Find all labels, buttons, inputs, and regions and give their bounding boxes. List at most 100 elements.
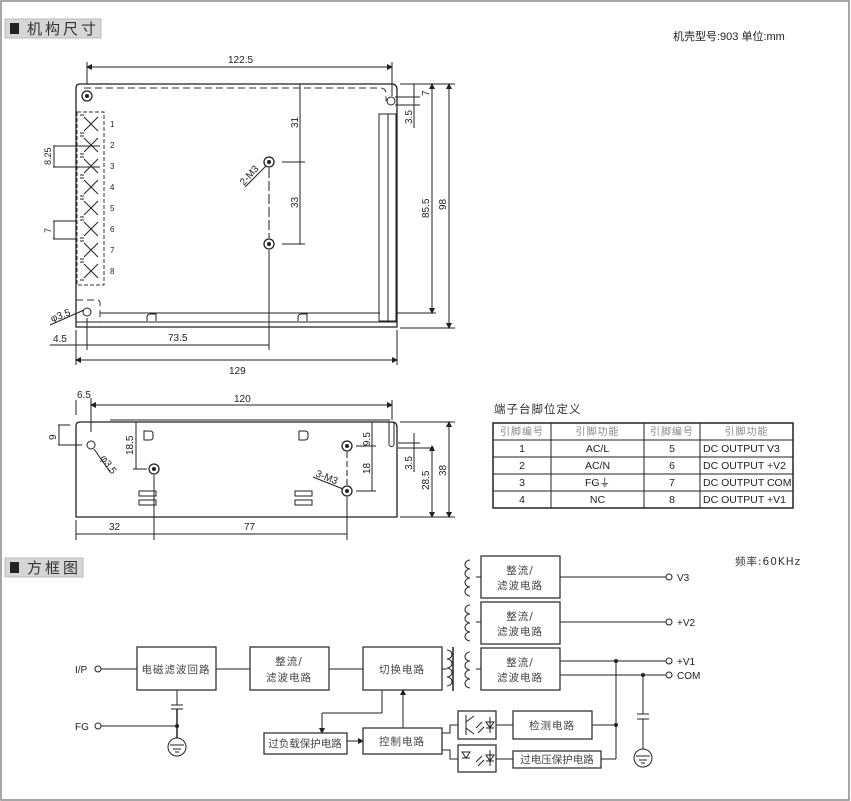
table-cell: 4 — [519, 494, 525, 506]
table-cell: 5 — [669, 443, 675, 455]
svg-text:8.25: 8.25 — [43, 147, 53, 165]
table-cell: DC OUTPUT +V2 — [703, 460, 786, 472]
svg-text:120: 120 — [234, 394, 251, 405]
pin-number-label: 7 — [110, 246, 115, 255]
svg-text:V3: V3 — [677, 573, 690, 584]
detect-block: 检测电路 — [529, 719, 575, 732]
table-cell: AC/N — [585, 460, 610, 472]
ground-icon — [633, 748, 653, 768]
svg-text:滤波电路: 滤波电路 — [497, 579, 543, 592]
pin-number-label: 3 — [110, 162, 115, 171]
transformer-coil-icon — [446, 559, 471, 689]
svg-text:φ3.5: φ3.5 — [98, 453, 119, 476]
optocoupler-icon — [457, 710, 497, 740]
pin-number-label: 1 — [110, 120, 115, 129]
section-header-block-diagram: 方框图 — [4, 557, 84, 578]
terminal-screw-icon — [80, 156, 99, 176]
svg-text:7: 7 — [421, 90, 432, 96]
ovp-block: 过电压保护电路 — [520, 753, 594, 766]
svg-text:整流/: 整流/ — [506, 564, 534, 577]
rectifier-block: 滤波电路 — [266, 671, 312, 684]
terminal-screw-icon — [80, 240, 99, 260]
terminal-screw-icon — [80, 135, 99, 155]
side-view-dimensions: 120 6.5 9 18.5 9.5 18 3.5 28.5 38 32 77 … — [48, 390, 449, 533]
svg-text:+V2: +V2 — [677, 618, 696, 629]
terminal-screw-icon — [80, 177, 99, 197]
terminal-screw-icon — [80, 219, 99, 239]
terminal-screw-icon — [80, 114, 99, 134]
overload-block: 过负载保护电路 — [268, 737, 342, 750]
svg-text:9: 9 — [48, 434, 59, 440]
table-cell: 6 — [669, 460, 675, 472]
table-header: 引脚功能 — [576, 425, 620, 438]
svg-text:4.5: 4.5 — [53, 334, 67, 345]
emi-filter-block: 电磁滤波回路 — [142, 663, 211, 676]
table-cell: 8 — [669, 494, 675, 506]
table-cell: 1 — [519, 443, 525, 455]
table-cell: AC/L — [586, 443, 610, 455]
frequency-label: 频率:60KHz — [735, 555, 801, 568]
svg-text:18.5: 18.5 — [125, 435, 136, 455]
table-header: 引脚功能 — [725, 425, 769, 438]
switch-block: 切换电路 — [379, 663, 425, 676]
table-cell: 3 — [519, 477, 525, 489]
svg-text:φ3.5: φ3.5 — [49, 307, 72, 324]
table-cell: NC — [590, 494, 606, 506]
table-cell: DC OUTPUT +V1 — [703, 494, 786, 506]
svg-text:整流/: 整流/ — [506, 656, 534, 669]
svg-text:129: 129 — [229, 366, 246, 377]
case-info: 机壳型号:903 单位:mm — [673, 29, 785, 43]
svg-text:9.5: 9.5 — [362, 432, 373, 446]
svg-text:整流/: 整流/ — [275, 655, 303, 668]
table-header: 引脚编号 — [650, 425, 694, 438]
optocoupler-icon — [457, 744, 497, 773]
svg-text:77: 77 — [244, 522, 256, 533]
pin-number-label: 6 — [110, 225, 115, 234]
table-cell: DC OUTPUT V3 — [703, 443, 780, 455]
table-cell: 7 — [669, 477, 675, 489]
pin-table-title: 端子台脚位定义 — [494, 402, 582, 416]
terminal-screw-icon — [80, 198, 99, 218]
svg-text:6.5: 6.5 — [77, 390, 91, 401]
svg-text:COM: COM — [677, 671, 700, 682]
svg-text:滤波电路: 滤波电路 — [497, 671, 543, 684]
svg-text:整流/: 整流/ — [506, 610, 534, 623]
control-block: 控制电路 — [379, 735, 425, 748]
pin-number-label: 2 — [110, 141, 115, 150]
top-view-drawing — [49, 62, 455, 365]
svg-text:85.5: 85.5 — [421, 198, 432, 218]
svg-text:滤波电路: 滤波电路 — [497, 625, 543, 638]
section-header-mechanical: 机构尺寸 — [4, 18, 102, 39]
svg-text:3.5: 3.5 — [404, 110, 415, 124]
svg-text:机构尺寸: 机构尺寸 — [27, 20, 99, 38]
svg-text:3-M3: 3-M3 — [314, 469, 340, 488]
pin-number-label: 4 — [110, 183, 115, 192]
input-label: I/P — [75, 665, 88, 676]
pin-number-label: 8 — [110, 267, 115, 276]
table-header: 引脚编号 — [500, 425, 544, 438]
svg-text:3.5: 3.5 — [404, 456, 415, 470]
svg-text:32: 32 — [109, 522, 121, 533]
side-view-drawing — [58, 398, 455, 540]
fg-label: FG — [75, 722, 89, 733]
block-diagram-labels: I/P FG 电磁滤波回路 整流/ 滤波电路 切换电路 整流/ 滤波电路 整流/… — [75, 564, 700, 766]
svg-text:31: 31 — [290, 116, 301, 128]
svg-text:73.5: 73.5 — [168, 333, 188, 344]
svg-text:28.5: 28.5 — [421, 470, 432, 490]
svg-text:+V1: +V1 — [677, 657, 696, 668]
svg-text:18: 18 — [362, 462, 373, 474]
svg-text:98: 98 — [438, 198, 449, 210]
ground-icon — [167, 737, 187, 757]
terminal-block — [76, 111, 105, 286]
svg-text:2-M3: 2-M3 — [238, 163, 262, 188]
svg-text:38: 38 — [438, 464, 449, 476]
block-diagram — [94, 555, 673, 773]
svg-text:122.5: 122.5 — [228, 55, 253, 66]
svg-text:方框图: 方框图 — [27, 559, 81, 577]
terminal-screw-icon — [80, 261, 99, 281]
svg-text:33: 33 — [290, 196, 301, 208]
svg-text:7: 7 — [43, 228, 53, 233]
